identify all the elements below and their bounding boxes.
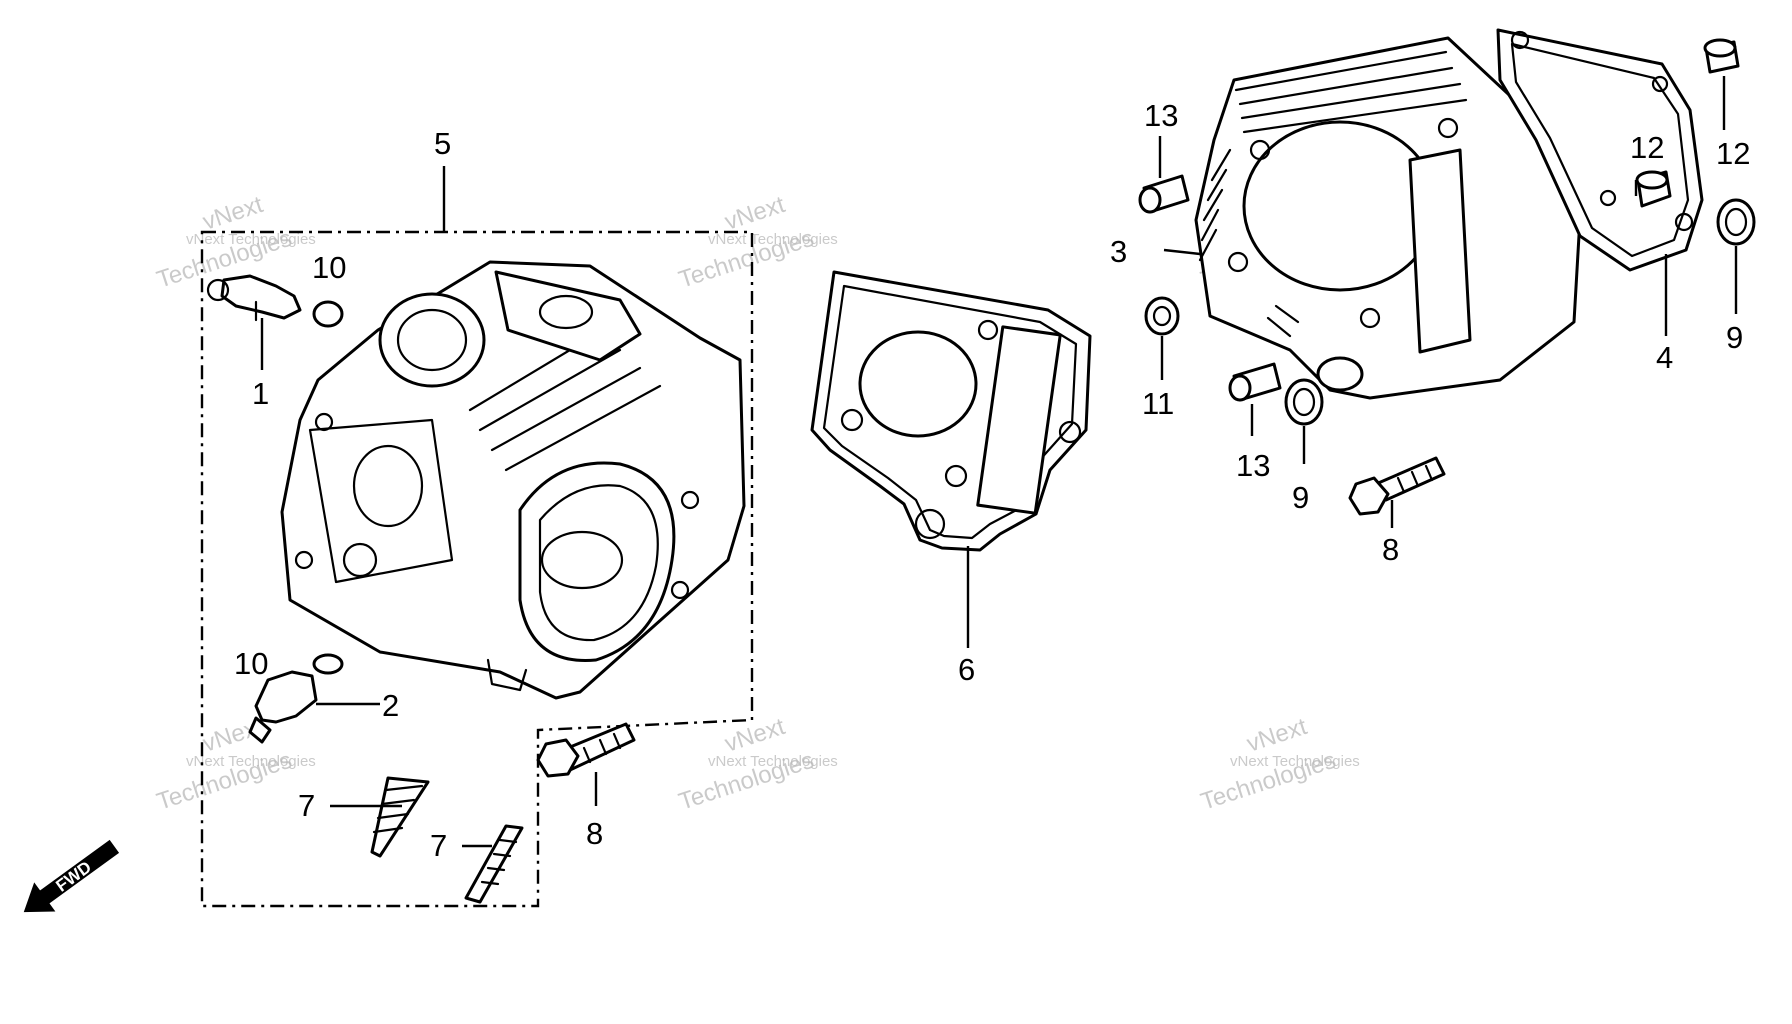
svg-text:vNext Technologies: vNext Technologies [708, 231, 838, 248]
callout-8a: 8 [586, 816, 603, 851]
callout-13a: 13 [1144, 98, 1178, 133]
callout-7b: 7 [430, 828, 447, 863]
part-1-bolt [206, 274, 302, 322]
callout-7a: 7 [298, 788, 315, 823]
callout-1: 1 [252, 376, 269, 411]
head-gasket [810, 270, 1092, 552]
callout-2: 2 [382, 688, 399, 723]
svg-text:vNext Technologies: vNext Technologies [1230, 753, 1360, 770]
callout-3: 3 [1110, 234, 1127, 269]
callout-labels: 1 2 3 4 5 6 7 7 8 8 9 9 10 10 11 12 12 1… [234, 98, 1750, 863]
svg-text:vNext Technologies: vNext Technologies [186, 231, 316, 248]
fwd-arrow: FWD [23, 839, 120, 913]
part-13-dowel-bottom [1228, 362, 1282, 402]
part-13-dowel-top [1138, 174, 1190, 214]
leader-lines [260, 76, 1738, 848]
callout-9b: 9 [1726, 320, 1743, 355]
part-10-oring-bottom [312, 653, 344, 675]
callout-8b: 8 [1382, 532, 1399, 567]
part-7-stud-a [370, 776, 430, 858]
svg-text:vNext Technologies: vNext Technologies [186, 753, 316, 770]
part-10-oring-top [312, 300, 344, 328]
svg-text:vNext: vNext [722, 191, 789, 236]
svg-text:vNext Technologies: vNext Technologies [708, 753, 838, 770]
callout-10a: 10 [312, 250, 346, 285]
watermark-bm: vNext Technologies vNext Technologies [676, 713, 838, 816]
svg-text:vNext: vNext [722, 713, 789, 758]
watermark-bl: vNext Technologies vNext Technologies [154, 713, 316, 816]
callout-12b: 12 [1716, 136, 1750, 171]
assembly-boundary [200, 230, 754, 908]
part-9-washer-center [1284, 378, 1324, 426]
part-7-stud-b [464, 824, 524, 904]
watermark-br: vNext Technologies vNext Technologies [1198, 713, 1360, 816]
callout-12a: 12 [1630, 130, 1664, 165]
base-gasket [1496, 28, 1704, 272]
part-9-washer-right [1716, 198, 1756, 246]
callout-4: 4 [1656, 340, 1673, 375]
callout-10b: 10 [234, 646, 268, 681]
callout-9a: 9 [1292, 480, 1309, 515]
svg-text:vNext: vNext [200, 191, 267, 236]
fwd-arrow-icon [23, 839, 120, 913]
callout-5: 5 [434, 126, 451, 161]
cylinder-block [1194, 36, 1582, 400]
part-8-bolt-right [1348, 456, 1446, 516]
part-11-nut [1144, 296, 1180, 336]
watermark-tm: vNext Technologies vNext Technologies [676, 191, 838, 294]
svg-text:vNext: vNext [1244, 713, 1311, 758]
cylinder-head [280, 260, 746, 700]
callout-6: 6 [958, 652, 975, 687]
part-2-stud [248, 670, 318, 744]
callout-13b: 13 [1236, 448, 1270, 483]
part-8-bolt-bottom [536, 722, 636, 778]
part-12-dowel-b [1703, 38, 1740, 74]
callout-11: 11 [1142, 386, 1174, 421]
